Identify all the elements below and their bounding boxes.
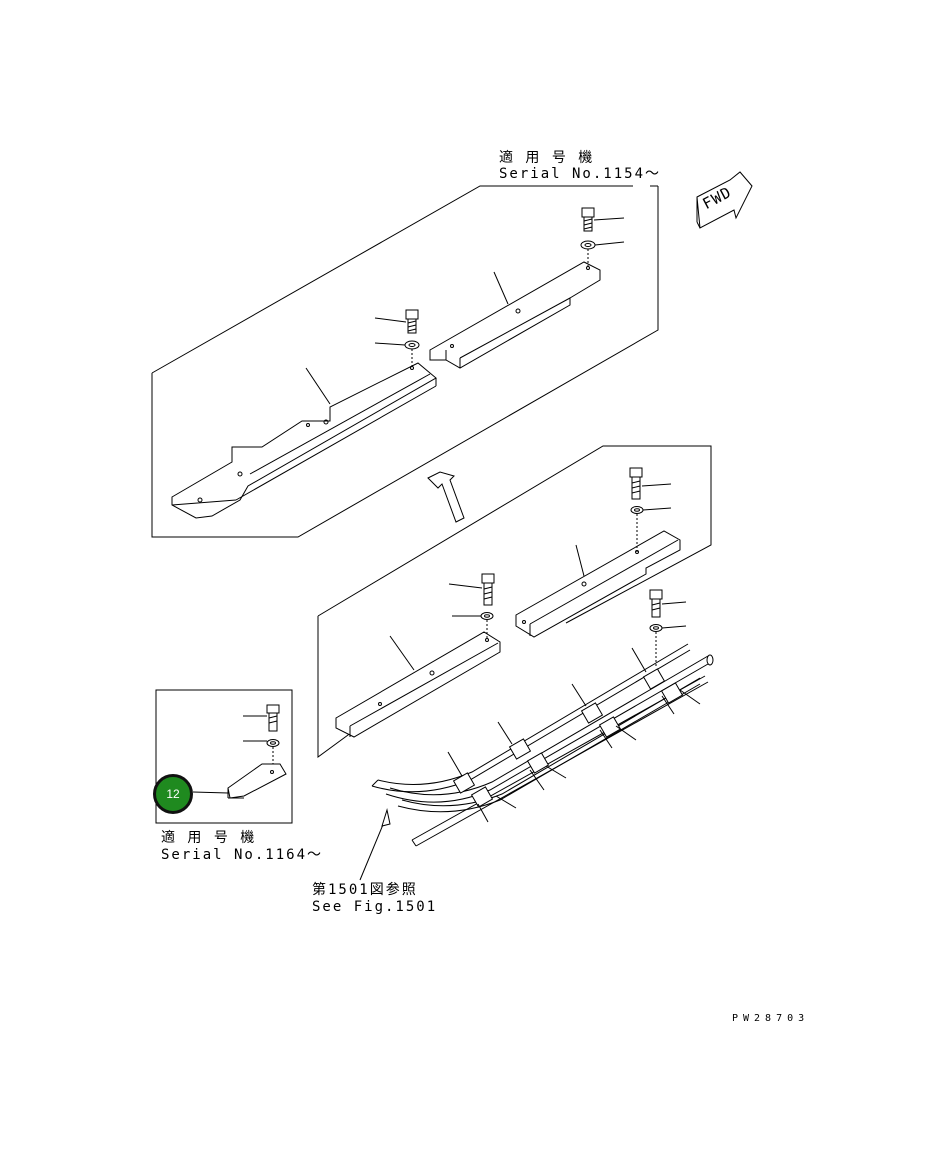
top-serial-en: Serial No.1154～ bbox=[499, 166, 662, 182]
reference-arrow bbox=[359, 808, 391, 881]
top-serial-jp: 適 用 号 機 bbox=[499, 150, 595, 166]
upper-long-cover bbox=[171, 362, 437, 519]
inset-panel bbox=[155, 689, 293, 824]
upper-short-cover bbox=[429, 261, 601, 369]
lower-middle-cover bbox=[515, 530, 681, 638]
reference-note-en: See Fig.1501 bbox=[312, 899, 438, 915]
inset-serial-jp: 適 用 号 機 bbox=[161, 830, 257, 846]
reference-note-jp: 第1501図参照 bbox=[312, 882, 418, 898]
fwd-arrow-icon bbox=[696, 171, 753, 229]
upper-right-bolt bbox=[580, 207, 625, 270]
lower-left-cover bbox=[335, 631, 501, 738]
upper-left-bolt bbox=[374, 309, 420, 370]
lower-right-bolt bbox=[649, 589, 687, 668]
hose-bundle bbox=[371, 643, 714, 847]
drawing-code: PW28703 bbox=[732, 1013, 810, 1024]
lower-left-bolt bbox=[448, 573, 495, 642]
inset-serial-en: Serial No.1164～ bbox=[161, 847, 324, 863]
upper-panel bbox=[151, 185, 659, 538]
up-arrow-icon bbox=[427, 471, 465, 523]
lower-middle-bolt bbox=[629, 467, 672, 554]
part-callout-12[interactable]: 12 bbox=[153, 774, 193, 814]
